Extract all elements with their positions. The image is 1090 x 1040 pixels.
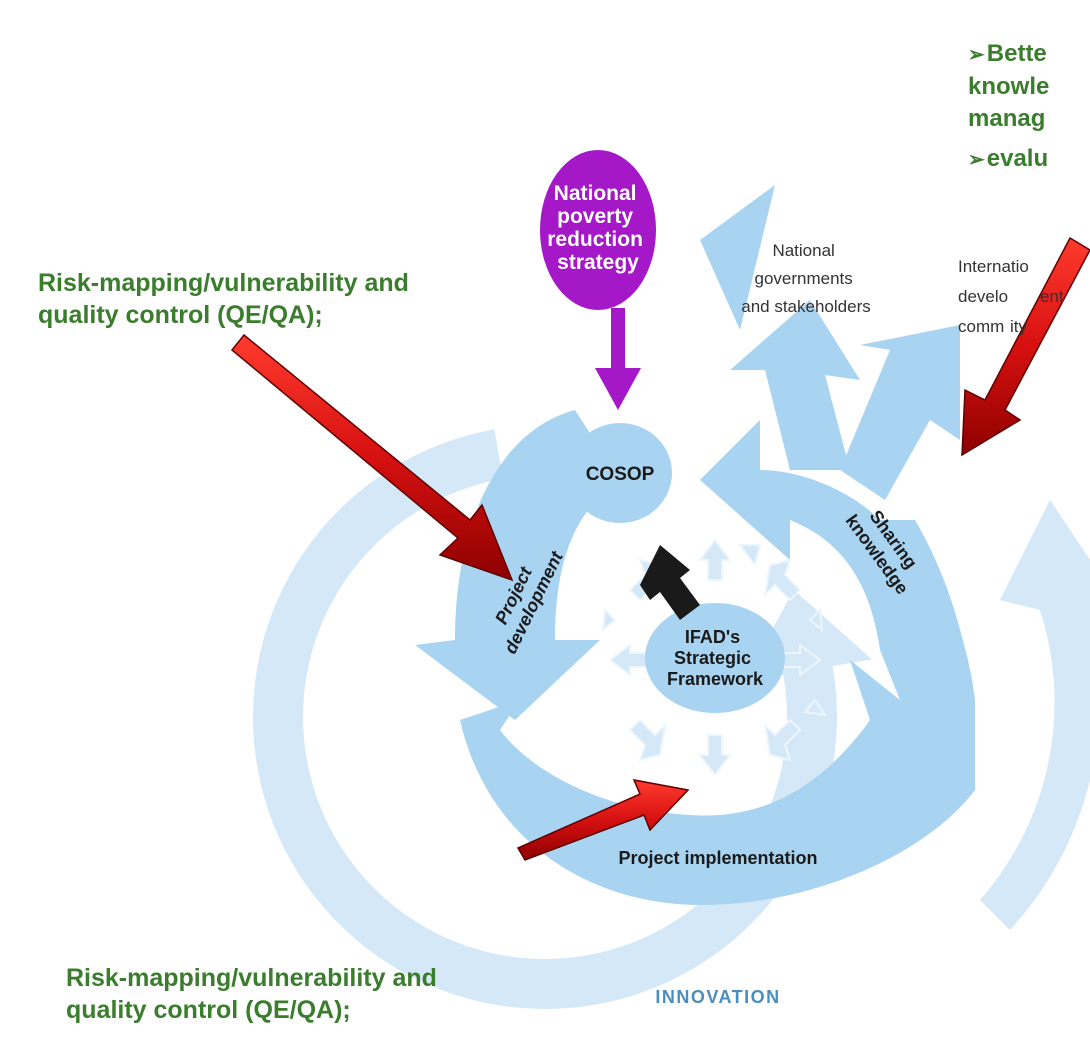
bullet-item: ➢evalu <box>968 143 1049 176</box>
annotation-line: quality control (QE/QA); <box>66 996 351 1024</box>
npr-oval-text: National poverty reduction strategy <box>547 182 649 274</box>
bullet-text-cont: knowle <box>968 73 1050 100</box>
purple-arrow <box>595 308 641 410</box>
annotation-top-right: ➢Bette knowle manag ➢evalu <box>968 38 1049 176</box>
cosop-label: COSOP <box>586 464 655 485</box>
international-community-label: Internatio develo ent comm ity <box>958 257 1068 336</box>
bullet-text: Bette <box>986 40 1047 67</box>
annotation-left-top: Risk-mapping/vulnerability and quality c… <box>38 267 409 331</box>
bullet-arrow-icon: ➢ <box>968 44 985 66</box>
project-implementation-label: Project implementation <box>618 848 817 868</box>
national-governments-label: National governments and stakeholders <box>741 241 870 316</box>
cosop-circle <box>568 423 672 523</box>
ifad-framework-label: IFAD's Strategic Framework <box>667 627 764 689</box>
ifad-framework-circle <box>645 603 785 713</box>
red-arrow-top-right <box>961 236 1090 457</box>
innovation-label: INNOVATION <box>655 987 780 1007</box>
bullet-text-cont: manag <box>968 105 1046 132</box>
annotation-line: Risk-mapping/vulnerability and <box>38 269 409 297</box>
annotation-line: Risk-mapping/vulnerability and <box>66 964 437 992</box>
red-arrow-bottom <box>516 779 690 861</box>
inner-cycle <box>415 185 975 905</box>
black-arrow <box>640 545 700 620</box>
annotation-bottom-left: Risk-mapping/vulnerability and quality c… <box>66 962 437 1026</box>
bullet-arrow-icon: ➢ <box>968 149 985 171</box>
npr-oval <box>540 150 656 310</box>
red-arrow-left <box>230 333 514 582</box>
innovation-ring <box>253 429 1090 1009</box>
bullet-text: evalu <box>986 145 1049 172</box>
annotation-line: quality control (QE/QA); <box>38 301 323 329</box>
bullet-item: ➢Bette <box>968 38 1049 71</box>
